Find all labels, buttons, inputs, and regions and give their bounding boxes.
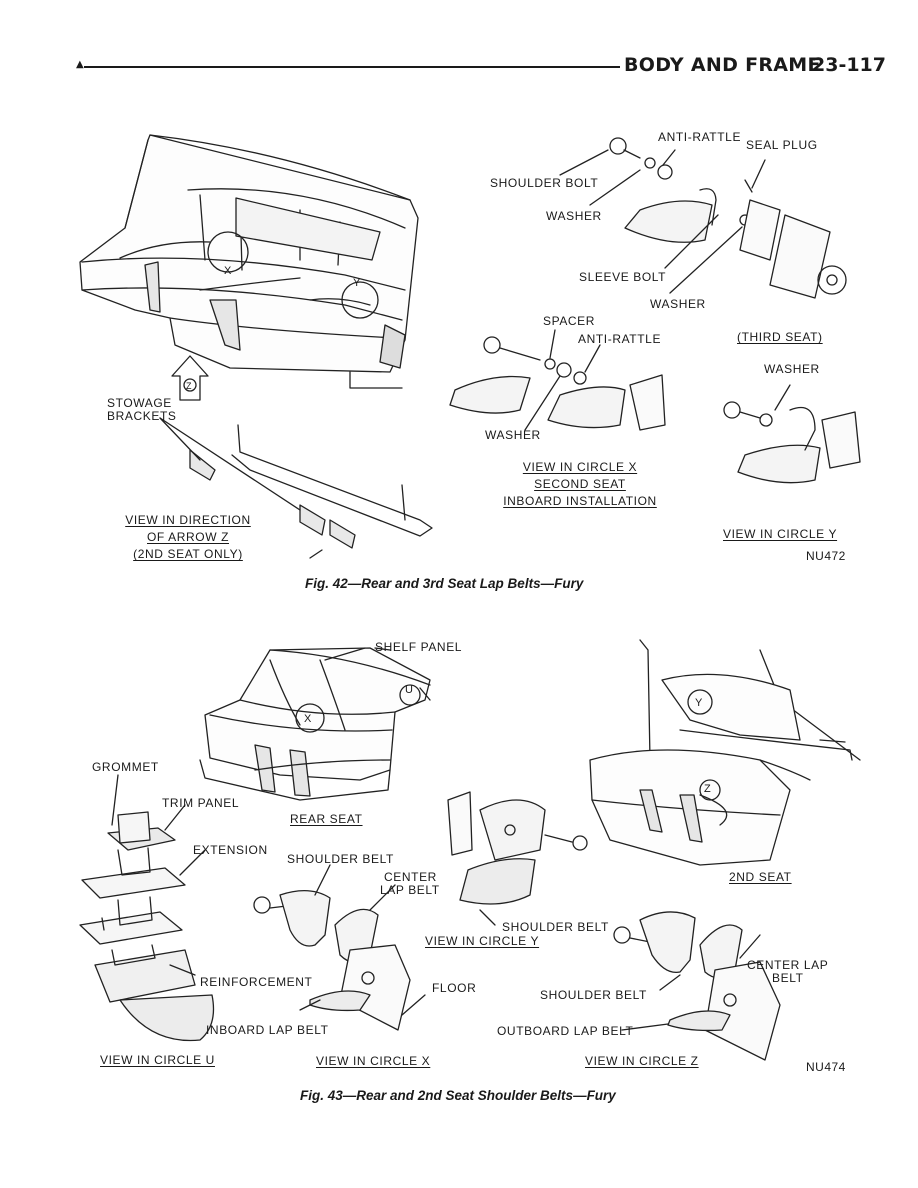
label-view-circle-x-line1: VIEW IN CIRCLE X xyxy=(522,460,638,474)
fig43-circle-u xyxy=(399,684,421,706)
label-view-circle-y: VIEW IN CIRCLE Y xyxy=(723,527,838,541)
label-rear-seat: REAR SEAT xyxy=(290,812,363,826)
label-brackets: BRACKETS xyxy=(107,409,177,423)
label-view-direction-line1: VIEW IN DIRECTION xyxy=(125,513,251,527)
label-circle-x-marker: X xyxy=(224,265,232,277)
header-marker: ▲ xyxy=(76,59,84,70)
fig42-view-x-exploded xyxy=(449,329,666,431)
fig43-second-seat-illustration xyxy=(589,639,861,866)
label-circle-y-marker: Y xyxy=(353,277,361,289)
label-circle-u-marker: U xyxy=(405,684,414,696)
label-circle-x-marker-43: X xyxy=(304,713,312,725)
label-trim-panel: TRIM PANEL xyxy=(162,796,240,810)
label-view-circle-y-43: VIEW IN CIRCLE Y xyxy=(425,934,540,948)
page-number: 23-117 xyxy=(812,54,886,76)
label-shoulder-bolt: SHOULDER BOLT xyxy=(490,176,599,190)
label-view-circle-u: VIEW IN CIRCLE U xyxy=(100,1053,215,1067)
fig42-circle-y xyxy=(341,281,379,319)
label-arrow-z-marker: Z xyxy=(186,381,193,391)
figure42-caption: Fig. 42—Rear and 3rd Seat Lap Belts—Fury xyxy=(305,576,584,591)
label-washer-mid: WASHER xyxy=(650,297,706,311)
label-anti-rattle-top: ANTI-RATTLE xyxy=(658,130,742,144)
label-view-circle-x-43: VIEW IN CIRCLE X xyxy=(316,1054,431,1068)
label-anti-rattle-mid: ANTI-RATTLE xyxy=(578,332,662,346)
fig42-arrow-z xyxy=(171,355,209,401)
fig43-rear-seat-illustration xyxy=(199,647,431,801)
label-washer-top: WASHER xyxy=(546,209,602,223)
label-grommet: GROMMET xyxy=(92,760,159,774)
label-center-lap-belt-x-line1: CENTER xyxy=(384,870,437,884)
label-center-lap-belt-x-line2: LAP BELT xyxy=(380,883,440,897)
label-washer-right: WASHER xyxy=(764,362,820,376)
fig42-bench-seat-illustration xyxy=(79,134,419,389)
label-extension: EXTENSION xyxy=(193,843,268,857)
section-title: BODY AND FRAME xyxy=(624,54,821,76)
fig43-view-z-exploded xyxy=(613,911,781,1061)
fig42-stowage-rail xyxy=(159,417,433,559)
label-view-circle-x-line2: SECOND SEAT xyxy=(534,477,626,491)
label-shelf-panel: SHELF PANEL xyxy=(375,640,463,654)
fig43-circle-y xyxy=(687,689,713,715)
label-view-direction-line2: OF ARROW Z xyxy=(147,530,229,544)
figure43-caption: Fig. 43—Rear and 2nd Seat Shoulder Belts… xyxy=(300,1088,616,1103)
fig42-view-y-exploded xyxy=(723,384,861,484)
label-sleeve-bolt: SLEEVE BOLT xyxy=(579,270,667,284)
fig43-view-y-exploded xyxy=(447,791,588,926)
fig43-view-u-exploded xyxy=(79,774,215,1042)
label-second-seat: 2ND SEAT xyxy=(729,870,792,884)
label-outboard-lap-belt: OUTBOARD LAP BELT xyxy=(497,1024,634,1038)
figure43-code: NU474 xyxy=(806,1060,846,1074)
label-reinforcement: REINFORCEMENT xyxy=(200,975,313,989)
label-spacer: SPACER xyxy=(543,314,596,328)
fig43-circle-z xyxy=(699,779,721,801)
header-rule xyxy=(84,66,620,68)
label-view-circle-x-line3: INBOARD INSTALLATION xyxy=(503,494,657,508)
label-inboard-lap-belt: INBOARD LAP BELT xyxy=(206,1023,329,1037)
fig43-view-x-exploded xyxy=(253,864,426,1031)
fig43-circle-x xyxy=(295,703,325,733)
label-shoulder-belt-z: SHOULDER BELT xyxy=(540,988,647,1002)
fig42-shoulder-bolt-exploded xyxy=(559,137,847,299)
label-seal-plug: SEAL PLUG xyxy=(746,138,818,152)
label-circle-z-marker-43: Z xyxy=(704,783,712,795)
label-circle-y-marker-43: Y xyxy=(695,697,703,709)
label-shoulder-belt-x: SHOULDER BELT xyxy=(287,852,394,866)
label-floor: FLOOR xyxy=(432,981,477,995)
label-stowage: STOWAGE xyxy=(107,396,172,410)
label-view-circle-z: VIEW IN CIRCLE Z xyxy=(585,1054,699,1068)
label-third-seat: (THIRD SEAT) xyxy=(737,330,823,344)
label-washer-left: WASHER xyxy=(485,428,541,442)
fig42-circle-x xyxy=(207,231,249,273)
label-shoulder-belt-y: SHOULDER BELT xyxy=(502,920,609,934)
label-center-lap-belt-z-line2: BELT xyxy=(772,971,804,985)
label-view-direction-line3: (2ND SEAT ONLY) xyxy=(133,547,243,561)
figure42-code: NU472 xyxy=(806,549,846,563)
label-center-lap-belt-z-line1: CENTER LAP xyxy=(747,958,829,972)
